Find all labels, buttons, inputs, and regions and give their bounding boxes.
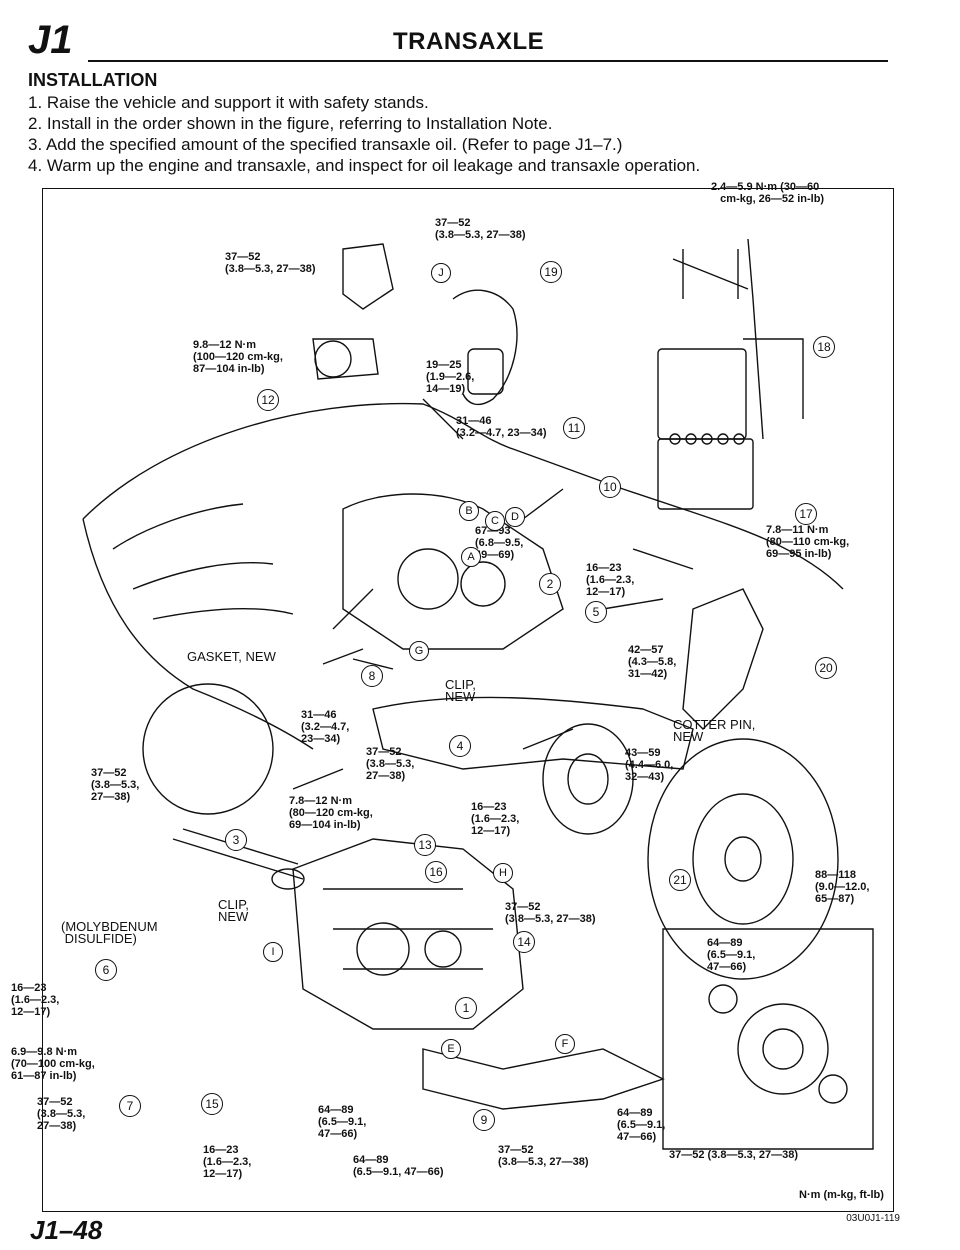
inset-view: [662, 928, 874, 1150]
header-rule: [88, 60, 888, 62]
section-code: J1: [28, 18, 73, 62]
step-marker: 1: [455, 997, 477, 1019]
torque-label: 67—93 (6.8—9.5, 49—69): [475, 525, 524, 561]
crossmember: [372, 696, 694, 770]
vehicle-front-outline: [82, 518, 314, 750]
step-marker: 7: [119, 1095, 141, 1117]
torque-label: 16—23 (1.6—2.3, 12—17): [203, 1144, 252, 1180]
cotter-pin-callout: COTTER PIN, NEW: [673, 717, 756, 744]
torque-label: 64—89 (6.5—9.1, 47—66): [318, 1104, 367, 1140]
step-marker: 16: [425, 861, 447, 883]
intake-hose: [452, 289, 518, 406]
letter-marker: E: [441, 1039, 461, 1059]
clip-callout: CLIP, NEW: [218, 897, 249, 924]
page-title: TRANSAXLE: [393, 28, 545, 55]
step-marker: 4: [449, 735, 471, 757]
clip-callout: CLIP, NEW: [445, 677, 476, 704]
step-marker: 21: [669, 869, 691, 891]
letter-marker: F: [555, 1034, 575, 1054]
battery-tray: [657, 348, 747, 440]
torque-label: 31—46 (3.2—4.7, 23—34): [456, 415, 547, 439]
torque-label: 42—57 (4.3—5.8, 31—42): [628, 644, 677, 680]
letter-marker: J: [431, 263, 451, 283]
step-item: 3. Add the specified amount of the speci…: [28, 135, 623, 154]
step-item: 1. Raise the vehicle and support it with…: [28, 93, 429, 112]
step-marker: 18: [813, 336, 835, 358]
letter-marker: I: [263, 942, 283, 962]
torque-label: 37—52 (3.8—5.3, 27—38): [669, 1149, 799, 1161]
letter-marker: D: [505, 507, 525, 527]
torque-label: 37—52 (3.8—5.3, 27—38): [37, 1096, 86, 1132]
torque-label: 37—52 (3.8—5.3, 27—38): [435, 217, 526, 241]
figure-code: 03U0J1-119: [846, 1213, 900, 1224]
torque-label: 7.8—12 N·m (80—120 cm-kg, 69—104 in-lb): [289, 795, 373, 831]
step-marker: 12: [257, 389, 279, 411]
exploded-view-drawing: [82, 238, 874, 1150]
lower-member: [422, 1048, 665, 1110]
units-legend: N·m (m-kg, ft-lb): [799, 1189, 884, 1201]
torque-label: 7.8—11 N·m (80—110 cm-kg, 69—95 in-lb): [766, 524, 850, 560]
torque-label: 88—118 (9.0—12.0, 65—87): [815, 869, 870, 905]
step-marker: 6: [95, 959, 117, 981]
transaxle-case: [292, 838, 524, 1030]
detail-inset: [142, 683, 274, 815]
torque-label: 37—52 (3.8—5.3, 27—38): [498, 1144, 589, 1168]
step-marker: 10: [599, 476, 621, 498]
brake-rotor: [542, 723, 634, 835]
installation-heading: INSTALLATION: [28, 70, 158, 90]
torque-label: 6.9—9.8 N·m (70—100 cm-kg, 61—87 in-lb): [11, 1046, 95, 1082]
torque-label: 16—23 (1.6—2.3, 12—17): [586, 562, 635, 598]
wheel: [647, 738, 839, 980]
molybdenum-callout: (MOLYBDENUM DISULFIDE): [61, 919, 158, 946]
gasket-callout: GASKET, NEW: [187, 649, 276, 664]
step-marker: 17: [795, 503, 817, 525]
letter-marker: C: [485, 511, 505, 531]
step-item: 2. Install in the order shown in the fig…: [28, 114, 553, 133]
installation-figure: 2.4—5.9 N·m (30—60 cm-kg, 26—52 in-lb) 3…: [11, 181, 894, 1212]
torque-label: 64—89 (6.5—9.1, 47—66): [353, 1154, 444, 1178]
installation-steps: 1. Raise the vehicle and support it with…: [28, 92, 828, 176]
step-marker: 15: [201, 1093, 223, 1115]
letter-marker: A: [461, 547, 481, 567]
step-marker: 19: [540, 261, 562, 283]
step-marker: 20: [815, 657, 837, 679]
step-marker: 2: [539, 573, 561, 595]
step-marker: 11: [563, 417, 585, 439]
torque-label: 37—52 (3.8—5.3, 27—38): [505, 901, 596, 925]
torque-label: 64—89 (6.5—9.1, 47—66): [617, 1107, 666, 1143]
torque-label: 31—46 (3.2—4.7, 23—34): [301, 709, 350, 745]
torque-label: 37—52 (3.8—5.3, 27—38): [225, 251, 316, 275]
torque-label: 64—89 (6.5—9.1, 47—66): [707, 937, 756, 973]
step-item: 4. Warm up the engine and transaxle, and…: [28, 156, 701, 175]
step-marker: 13: [414, 834, 436, 856]
battery: [657, 438, 754, 510]
engine-block: [342, 493, 564, 650]
torque-label: 16—23 (1.6—2.3, 12—17): [11, 982, 60, 1018]
torque-label: 2.4—5.9 N·m (30—60 cm-kg, 26—52 in-lb): [711, 181, 825, 205]
torque-label: 19—25 (1.9—2.6, 14—19): [426, 359, 475, 395]
letter-marker: G: [409, 641, 429, 661]
torque-label: 37—52 (3.8—5.3, 27—38): [366, 746, 415, 782]
torque-label: 16—23 (1.6—2.3, 12—17): [471, 801, 520, 837]
torque-label: 9.8—12 N·m (100—120 cm-kg, 87—104 in-lb): [193, 339, 283, 375]
step-marker: 3: [225, 829, 247, 851]
letter-marker: H: [493, 863, 513, 883]
step-marker: 5: [585, 601, 607, 623]
page-header: J1 TRANSAXLE: [28, 18, 888, 66]
page-number: J1–48: [30, 1215, 103, 1245]
step-marker: 8: [361, 665, 383, 687]
splash-shield: [682, 588, 764, 730]
letter-marker: B: [459, 501, 479, 521]
vehicle-body-outline: [82, 402, 844, 590]
step-marker: 9: [473, 1109, 495, 1131]
step-marker: 14: [513, 931, 535, 953]
torque-label: 43—59 (4.4—6.0, 32—43): [625, 747, 674, 783]
bracket: [342, 243, 394, 310]
torque-label: 37—52 (3.8—5.3, 27—38): [91, 767, 140, 803]
